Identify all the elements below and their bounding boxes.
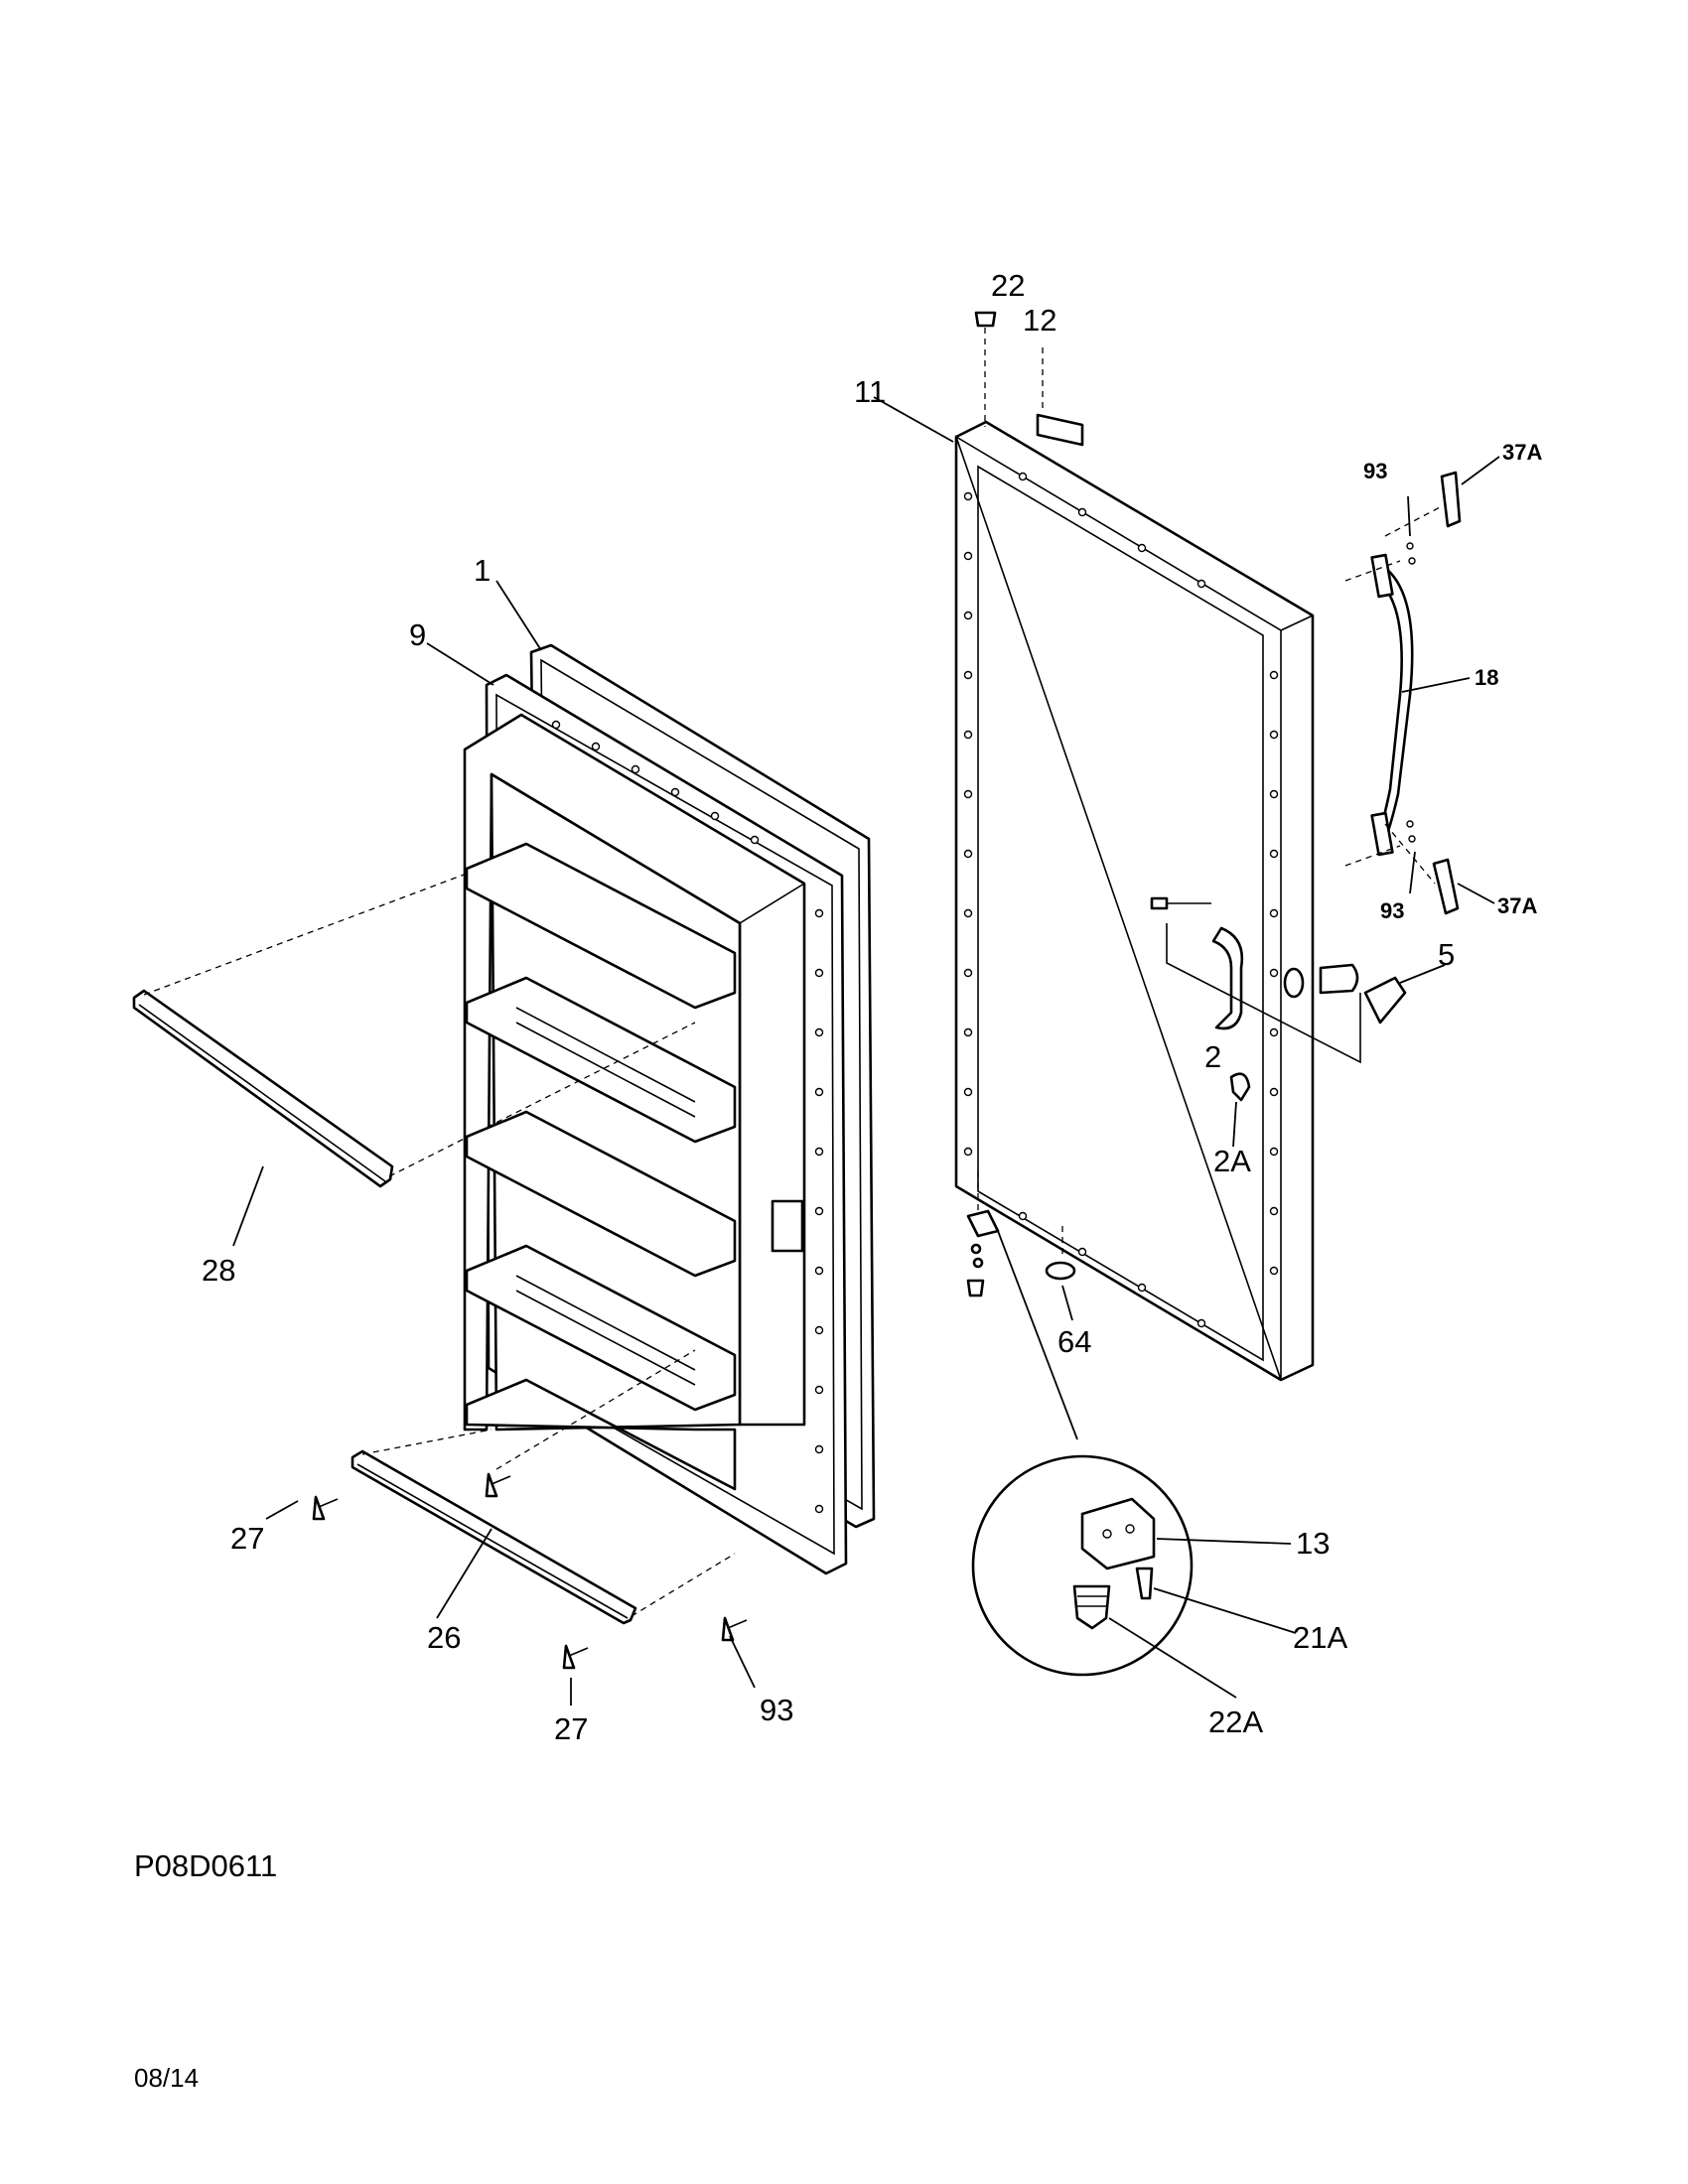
lock-assembly [1150,896,1407,1102]
callout-93: 93 [1363,459,1387,483]
outer-door-panel [954,420,1315,1382]
door-perimeter-holes [963,472,1279,1328]
callout-37a: 37A [1497,893,1537,918]
callout-37a: 37A [1502,440,1542,465]
callout-22: 22 [991,268,1025,303]
callout-labels: 1 9 28 27 26 27 93 22 12 11 93 37A 18 93… [202,268,1542,1746]
push-pin-fasteners [312,1472,748,1670]
callout-11: 11 [854,374,886,409]
callout-9: 9 [409,617,426,652]
callout-28: 28 [202,1253,235,1288]
door-liner-assembly [463,643,876,1575]
callout-93: 93 [760,1693,793,1727]
callout-5: 5 [1438,937,1455,972]
callout-27: 27 [230,1521,264,1556]
bottom-hinge-bracket [966,1171,1076,1297]
leader-lines [232,396,1500,1706]
handle-screws [1406,542,1416,843]
door-label-plate [1036,347,1084,447]
door-handle [1370,553,1414,857]
callout-12: 12 [1023,303,1056,338]
top-hinge-plug [974,311,997,427]
callout-21a: 21A [1293,1620,1347,1655]
handle-end-caps [1344,471,1462,915]
callout-1: 1 [474,553,491,588]
liner-shelves [465,842,737,1491]
callout-13: 13 [1296,1526,1330,1561]
bottom-retainer-bar [351,1449,637,1625]
callout-27: 27 [554,1711,588,1746]
revision-date: 08/14 [134,2063,200,2093]
callout-18: 18 [1475,665,1498,690]
thermostat-cover [771,1199,804,1253]
liner-screw-holes [551,720,824,1514]
explode-lines-left [143,873,736,1617]
callout-64: 64 [1057,1324,1091,1359]
callout-22a: 22A [1208,1705,1263,1739]
callout-2: 2 [1204,1039,1221,1074]
hinge-detail-view [971,1230,1194,1677]
callout-26: 26 [427,1620,461,1655]
shelf-retainer-bar [132,989,394,1188]
callout-93: 93 [1380,898,1404,923]
callout-2a: 2A [1213,1144,1251,1178]
figure-code: P08D0611 [134,1848,278,1883]
